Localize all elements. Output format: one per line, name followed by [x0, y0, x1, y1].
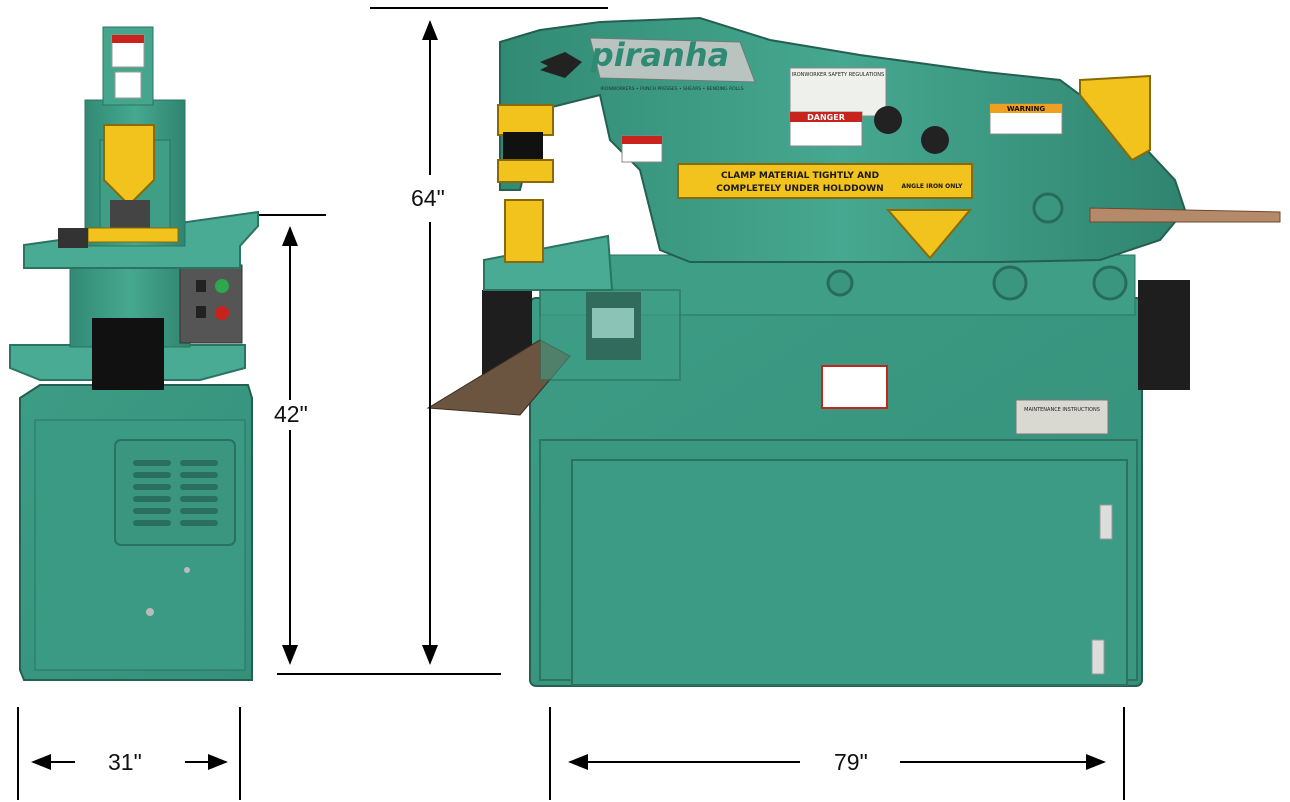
dealer-sticker — [821, 365, 888, 409]
brand-tagline: IRONWORKERS • PUNCH PRESSES • SHEARS • B… — [600, 86, 743, 92]
yellow-guard-right — [1079, 74, 1151, 162]
holddown-bar — [677, 163, 973, 199]
brand-plate — [589, 37, 756, 83]
side-view-machine — [9, 26, 259, 681]
holddown-text-1: CLAMP MATERIAL TIGHTLY AND — [721, 171, 879, 181]
danger-decal-text: DANGER — [807, 113, 845, 122]
dim-label-79: 79" — [830, 748, 872, 776]
maintenance-plate-text: MAINTENANCE INSTRUCTIONS — [1024, 407, 1100, 413]
dimension-lines — [17, 7, 1125, 800]
angle-shear-yellow — [885, 209, 973, 260]
front-view-machine: MAINTENANCE INSTRUCTIONS piranha IRONWOR… — [426, 16, 1281, 687]
front-cabinet-door — [571, 459, 1128, 686]
side-vent-panel — [114, 439, 236, 546]
warning-decal-right-text: WARNING — [1007, 105, 1046, 113]
green-start-button — [215, 279, 229, 293]
dim-label-42: 42" — [270, 400, 312, 428]
dim-label-64: 64" — [407, 184, 449, 212]
dim-label-31: 31" — [104, 748, 146, 776]
angle-iron-text: ANGLE IRON ONLY — [901, 183, 963, 190]
side-punch-yellow — [103, 124, 155, 207]
brand-name: piranha — [590, 36, 729, 74]
safety-regulations-title: IRONWORKER SAFETY REGULATIONS — [792, 72, 884, 78]
red-stop-button — [215, 306, 229, 320]
piranha-fish-logo — [540, 52, 582, 78]
front-right-table — [1089, 207, 1281, 223]
safety-regulations-decal — [789, 67, 887, 117]
maintenance-plate — [1015, 399, 1109, 435]
front-left-table — [483, 234, 614, 291]
holddown-text-2: COMPLETELY UNDER HOLDDOWN — [716, 184, 883, 194]
